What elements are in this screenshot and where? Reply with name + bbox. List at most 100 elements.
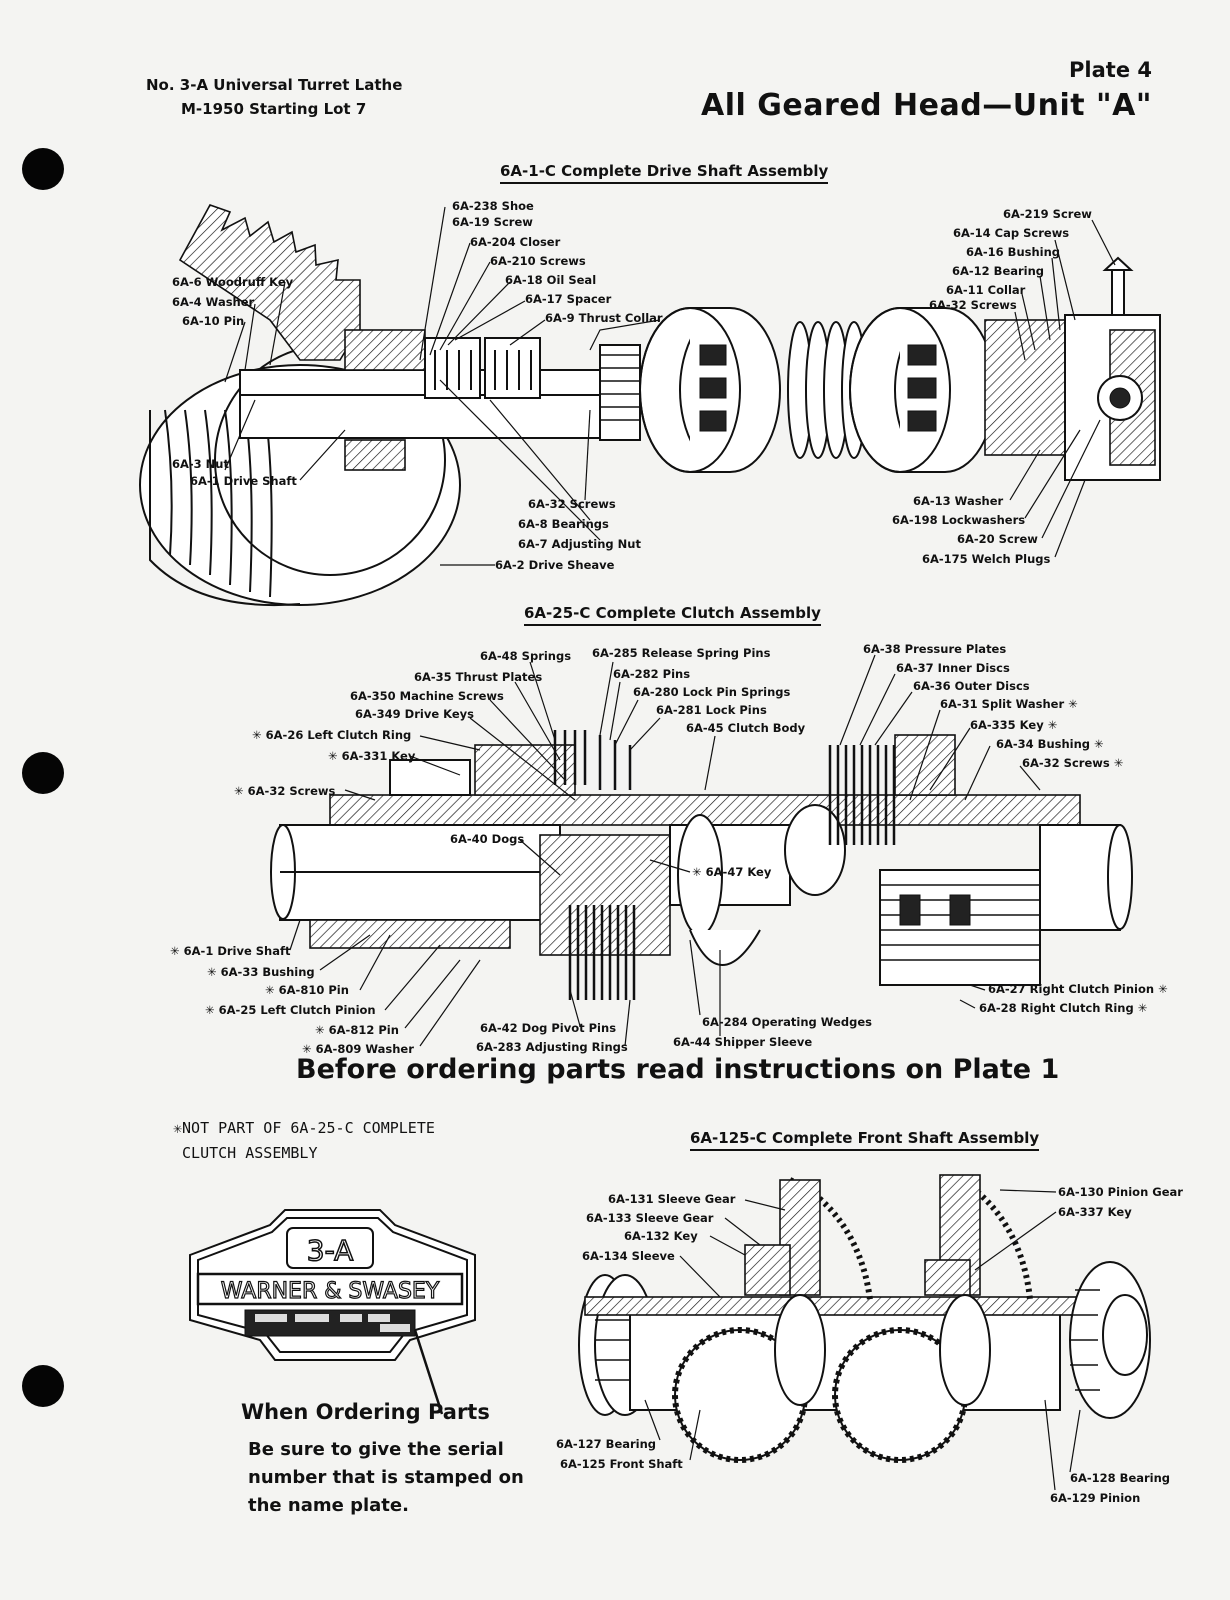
label-6a-131: 6A-131 Sleeve Gear [608, 1192, 736, 1206]
label-6a-18: 6A-18 Oil Seal [505, 273, 596, 287]
label-6a-285: 6A-285 Release Spring Pins [592, 646, 771, 660]
label-6a-28: 6A-28 Right Clutch Ring ✳ [979, 1001, 1147, 1015]
label-6a-1-clutch: ✳ 6A-1 Drive Shaft [170, 944, 291, 958]
drive-shaft-leaders [224, 206, 1116, 566]
label-6a-13: 6A-13 Washer [913, 494, 1004, 508]
label-6a-9: 6A-9 Thrust Collar [545, 311, 663, 325]
label-6a-125: 6A-125 Front Shaft [560, 1457, 683, 1471]
label-6a-11: 6A-11 Collar [946, 283, 1026, 297]
label-6a-4: 6A-4 Washer [172, 295, 255, 309]
label-6a-127: 6A-127 Bearing [556, 1437, 656, 1451]
label-6a-219: 6A-219 Screw [1003, 207, 1092, 221]
label-6a-47: ✳ 6A-47 Key [692, 865, 772, 879]
coil-spring [787, 321, 867, 459]
label-6a-283: 6A-283 Adjusting Rings [476, 1040, 628, 1054]
label-6a-40: 6A-40 Dogs [450, 832, 524, 846]
clutch-discs-right [828, 745, 896, 845]
front-shaft-leaders [644, 1189, 1081, 1491]
label-6a-35: 6A-35 Thrust Plates [414, 670, 542, 684]
nameplate-maker: WARNER & SWASEY [221, 1279, 440, 1304]
label-6a-36: 6A-36 Outer Discs [913, 679, 1030, 693]
lathe-model: No. 3-A Universal Turret Lathe [146, 76, 403, 94]
clutch-discs-left [568, 905, 636, 1000]
binder-hole-top [22, 148, 64, 190]
bearing-housing [984, 256, 1161, 481]
clutch-drum-right [849, 307, 996, 473]
label-6a-2: 6A-2 Drive Sheave [495, 558, 615, 572]
label-6a-48: 6A-48 Springs [480, 649, 571, 663]
label-6a-44: 6A-44 Shipper Sleeve [673, 1035, 812, 1049]
front-shaft-labels: 6A-131 Sleeve Gear 6A-133 Sleeve Gear 6A… [556, 1185, 1183, 1505]
label-6a-238: 6A-238 Shoe [452, 199, 534, 213]
label-6a-335: 6A-335 Key ✳ [970, 718, 1057, 732]
label-6a-204: 6A-204 Closer [470, 235, 561, 249]
label-6a-32-right: 6A-32 Screws [929, 298, 1017, 312]
label-6a-282: 6A-282 Pins [613, 667, 690, 681]
label-6a-331: ✳ 6A-331 Key [328, 749, 416, 763]
label-6a-8: 6A-8 Bearings [518, 517, 609, 531]
serial-pointer-arrow [413, 1329, 444, 1415]
label-6a-175: 6A-175 Welch Plugs [922, 552, 1050, 566]
drive-shaft-title: 6A-1-C Complete Drive Shaft Assembly [500, 162, 829, 184]
label-6a-16: 6A-16 Bushing [966, 245, 1060, 259]
lot-number: M-1950 Starting Lot 7 [181, 100, 367, 118]
label-6a-280: 6A-280 Lock Pin Springs [633, 685, 790, 699]
nameplate-model: 3-A [307, 1234, 353, 1267]
label-6a-34: 6A-34 Bushing ✳ [996, 737, 1104, 751]
asterisk-footnote: ✳NOT PART OF 6A-25-C COMPLETE CLUTCH ASS… [173, 1119, 435, 1162]
clutch-leaders [289, 654, 1041, 1047]
label-6a-128: 6A-128 Bearing [1070, 1471, 1170, 1485]
clutch-drawing [270, 730, 1133, 1000]
label-6a-133: 6A-133 Sleeve Gear [586, 1211, 714, 1225]
label-6a-281: 6A-281 Lock Pins [656, 703, 767, 717]
label-6a-12: 6A-12 Bearing [952, 264, 1044, 278]
label-6a-349: 6A-349 Drive Keys [355, 707, 474, 721]
tapered-bearings [424, 337, 541, 399]
lathe-model-header: No. 3-A Universal Turret Lathe M-1950 St… [146, 73, 402, 121]
label-6a-32-right: 6A-32 Screws ✳ [1022, 756, 1123, 770]
label-6a-20: 6A-20 Screw [957, 532, 1038, 546]
label-6a-33: ✳ 6A-33 Bushing [207, 965, 315, 979]
label-6a-27: 6A-27 Right Clutch Pinion ✳ [988, 982, 1168, 996]
bull-gear-section [178, 204, 361, 361]
label-6a-37: 6A-37 Inner Discs [896, 661, 1010, 675]
label-6a-198: 6A-198 Lockwashers [892, 513, 1025, 527]
label-6a-812: ✳ 6A-812 Pin [315, 1023, 399, 1037]
plate-title: All Geared Head—Unit "A" [701, 88, 1152, 123]
front-shaft-drawing [578, 1174, 1151, 1463]
release-spring-pins [553, 730, 632, 790]
label-6a-134: 6A-134 Sleeve [582, 1249, 675, 1263]
binder-hole-middle [22, 752, 64, 794]
label-6a-210: 6A-210 Screws [490, 254, 586, 268]
label-6a-14: 6A-14 Cap Screws [953, 226, 1069, 240]
label-6a-32: 6A-32 Screws [528, 497, 616, 511]
label-6a-10: 6A-10 Pin [182, 314, 244, 328]
label-6a-19: 6A-19 Screw [452, 215, 533, 229]
label-6a-130: 6A-130 Pinion Gear [1058, 1185, 1183, 1199]
ordering-heading: When Ordering Parts [241, 1400, 490, 1424]
label-6a-3: 6A-3 Nut [172, 457, 229, 471]
label-6a-17: 6A-17 Spacer [525, 292, 612, 306]
label-6a-45: 6A-45 Clutch Body [686, 721, 806, 735]
label-6a-42: 6A-42 Dog Pivot Pins [480, 1021, 616, 1035]
label-6a-350: 6A-350 Machine Screws [350, 689, 504, 703]
label-6a-129: 6A-129 Pinion [1050, 1491, 1140, 1505]
label-6a-6: 6A-6 Woodruff Key [172, 275, 294, 289]
ordering-instructions: Be sure to give the serial number that i… [248, 1439, 524, 1516]
label-6a-31: 6A-31 Split Washer ✳ [940, 697, 1078, 711]
binder-hole-bottom [22, 1365, 64, 1407]
nameplate: 3-A WARNER & SWASEY [189, 1209, 476, 1415]
clutch-drum-left [639, 307, 781, 473]
front-shaft-title: 6A-125-C Complete Front Shaft Assembly [690, 1129, 1040, 1151]
label-6a-810: ✳ 6A-810 Pin [265, 983, 349, 997]
label-6a-26: ✳ 6A-26 Left Clutch Ring [252, 728, 411, 742]
label-6a-337: 6A-337 Key [1058, 1205, 1132, 1219]
drive-shaft-drawing [139, 204, 1161, 607]
label-6a-7: 6A-7 Adjusting Nut [518, 537, 641, 551]
clutch-labels: 6A-48 Springs 6A-285 Release Spring Pins… [170, 642, 1168, 1056]
label-6a-25: ✳ 6A-25 Left Clutch Pinion [205, 1003, 376, 1017]
label-6a-32: ✳ 6A-32 Screws [234, 784, 336, 798]
label-6a-38: 6A-38 Pressure Plates [863, 642, 1006, 656]
label-6a-284: 6A-284 Operating Wedges [702, 1015, 872, 1029]
plate-number: Plate 4 [1069, 58, 1152, 82]
